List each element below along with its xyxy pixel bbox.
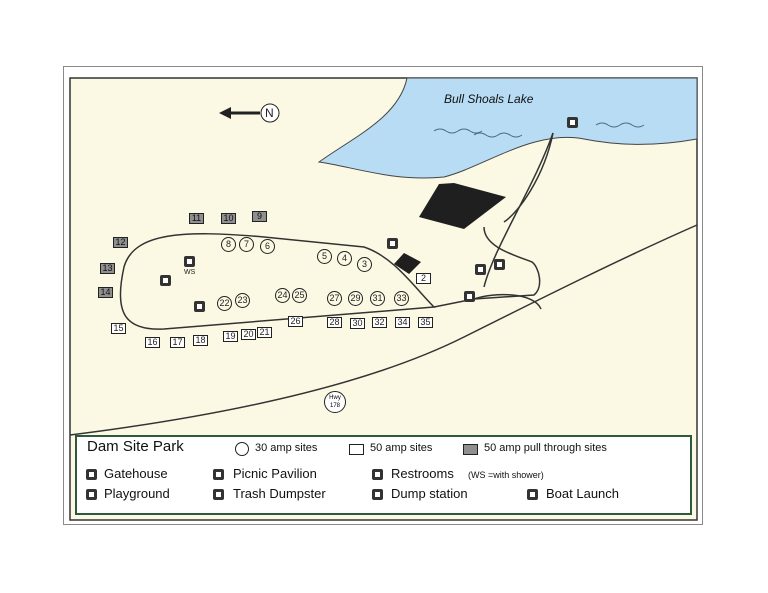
boat-launch-icon bbox=[527, 489, 538, 500]
lake bbox=[317, 77, 698, 179]
legend-playground: Playground bbox=[104, 486, 170, 501]
legend-30amp-label: 30 amp sites bbox=[255, 442, 318, 454]
legend-50amp-symbol bbox=[349, 444, 364, 455]
legend-title: Dam Site Park bbox=[87, 438, 184, 455]
campsite-5: 5 bbox=[317, 249, 332, 264]
dump-station-icon bbox=[372, 489, 383, 500]
legend-pull-through-label: 50 amp pull through sites bbox=[484, 442, 607, 454]
campsite-32: 32 bbox=[372, 317, 387, 328]
loop-road bbox=[119, 233, 436, 330]
trash-dumpster-icon bbox=[494, 259, 505, 270]
restroom-icon bbox=[372, 469, 383, 480]
campsite-14: 14 bbox=[98, 287, 113, 298]
campsite-22: 22 bbox=[217, 296, 232, 311]
campsite-17: 17 bbox=[170, 337, 185, 348]
restroom-icon bbox=[387, 238, 398, 249]
legend-pull-through-symbol bbox=[463, 444, 478, 455]
campsite-19: 19 bbox=[223, 331, 238, 342]
campsite-13: 13 bbox=[100, 263, 115, 274]
legend-picnic: Picnic Pavilion bbox=[233, 466, 317, 481]
campsite-25: 25 bbox=[292, 288, 307, 303]
legend-30amp-symbol bbox=[235, 442, 249, 456]
campsite-31: 31 bbox=[370, 291, 385, 306]
campsite-4: 4 bbox=[337, 251, 352, 266]
playground-icon bbox=[86, 489, 97, 500]
entry-road bbox=[433, 226, 541, 308]
legend-50amp-label: 50 amp sites bbox=[370, 442, 433, 454]
campsite-7: 7 bbox=[239, 237, 254, 252]
campsite-6: 6 bbox=[260, 239, 275, 254]
north-arrow-head bbox=[219, 107, 231, 119]
restroom-icon bbox=[184, 256, 195, 267]
campsite-18: 18 bbox=[193, 335, 208, 346]
wave bbox=[595, 122, 645, 128]
wave bbox=[473, 132, 523, 138]
legend-restrooms: Restrooms bbox=[391, 466, 454, 481]
campsite-33: 33 bbox=[394, 291, 409, 306]
access-road-south bbox=[503, 132, 554, 223]
lake-label: Bull Shoals Lake bbox=[444, 92, 534, 106]
highway-marker: Hwy 178 bbox=[324, 391, 346, 413]
campsite-16: 16 bbox=[145, 337, 160, 348]
north-circle bbox=[260, 103, 280, 123]
campsite-35: 35 bbox=[418, 317, 433, 328]
campsite-27: 27 bbox=[327, 291, 342, 306]
campsite-8: 8 bbox=[221, 237, 236, 252]
campsite-15: 15 bbox=[111, 323, 126, 334]
campsite-12: 12 bbox=[113, 237, 128, 248]
picnic-pavilion-icon bbox=[194, 301, 205, 312]
dark-area-small bbox=[394, 253, 421, 274]
wave bbox=[433, 128, 483, 134]
campsite-21: 21 bbox=[257, 327, 272, 338]
campsite-9: 9 bbox=[252, 211, 267, 222]
campsite-34: 34 bbox=[395, 317, 410, 328]
trash-dumpster-icon bbox=[213, 489, 224, 500]
highway-road bbox=[69, 224, 698, 436]
legend-ws-note: (WS =with shower) bbox=[468, 470, 544, 480]
access-road-north bbox=[483, 132, 554, 288]
ws-label: WS bbox=[184, 269, 196, 276]
campsite-24: 24 bbox=[275, 288, 290, 303]
campsite-3: 3 bbox=[357, 257, 372, 272]
campsite-28: 28 bbox=[327, 317, 342, 328]
campsite-10: 10 bbox=[221, 213, 236, 224]
dark-area-large bbox=[419, 183, 506, 229]
legend: Dam Site Park 30 amp sites 50 amp sites … bbox=[75, 435, 692, 515]
picnic-pavilion-icon bbox=[213, 469, 224, 480]
playground-icon bbox=[160, 275, 171, 286]
campsite-26: 26 bbox=[288, 316, 303, 327]
entry-road-2 bbox=[473, 293, 542, 310]
legend-boat: Boat Launch bbox=[546, 486, 620, 501]
gatehouse-icon bbox=[464, 291, 475, 302]
campsite-23: 23 bbox=[235, 293, 250, 308]
campsite-29: 29 bbox=[348, 291, 363, 306]
campsite-11: 11 bbox=[189, 213, 204, 224]
campsite-20: 20 bbox=[241, 329, 256, 340]
north-label: N bbox=[265, 106, 274, 120]
campsite-30: 30 bbox=[350, 318, 365, 329]
legend-trash: Trash Dumpster bbox=[233, 486, 326, 501]
boat-launch-icon bbox=[567, 117, 578, 128]
legend-gatehouse: Gatehouse bbox=[104, 466, 168, 481]
gatehouse-icon bbox=[86, 469, 97, 480]
legend-dump: Dump station bbox=[391, 486, 468, 501]
dump-station-icon bbox=[475, 264, 486, 275]
campsite-2: 2 bbox=[416, 273, 431, 284]
